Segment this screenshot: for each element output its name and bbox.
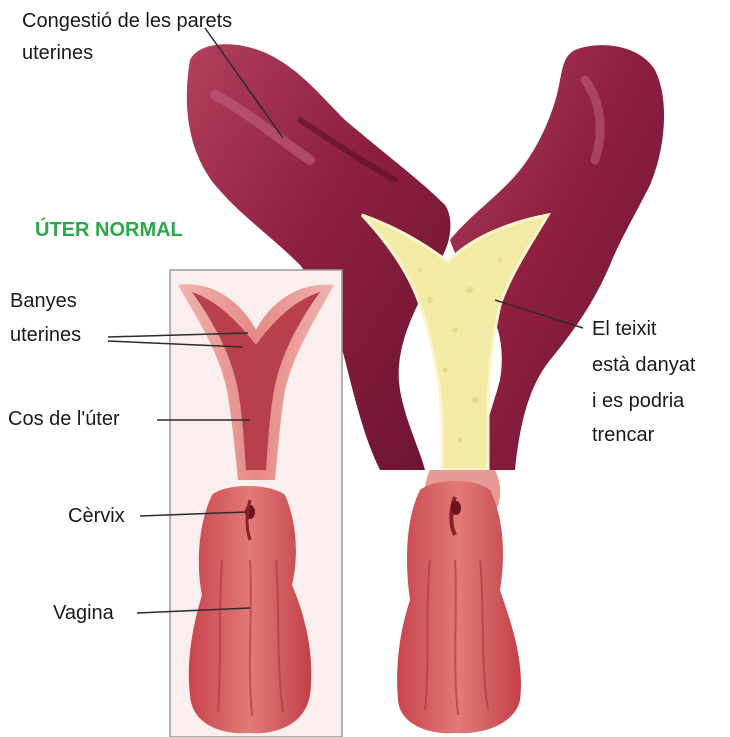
- label-damage-line1: El teixit: [592, 316, 656, 342]
- normal-uterus-title: ÚTER NORMAL: [35, 217, 183, 243]
- label-vagina: Vagina: [53, 600, 114, 626]
- label-horns-line2: uterines: [10, 322, 81, 348]
- label-congestion-line1: Congestió de les parets: [22, 8, 232, 34]
- label-horns-line1: Banyes: [10, 288, 77, 314]
- label-body: Cos de l'úter: [8, 406, 120, 432]
- label-congestion-line2: uterines: [22, 40, 93, 66]
- label-damage-line3: i es podria: [592, 388, 684, 414]
- normal-uterus-inset: [170, 270, 342, 737]
- pathological-vagina: [397, 481, 521, 733]
- label-damage-line4: trencar: [592, 422, 654, 448]
- label-cervix: Cèrvix: [68, 503, 125, 529]
- label-damage-line2: està danyat: [592, 352, 695, 378]
